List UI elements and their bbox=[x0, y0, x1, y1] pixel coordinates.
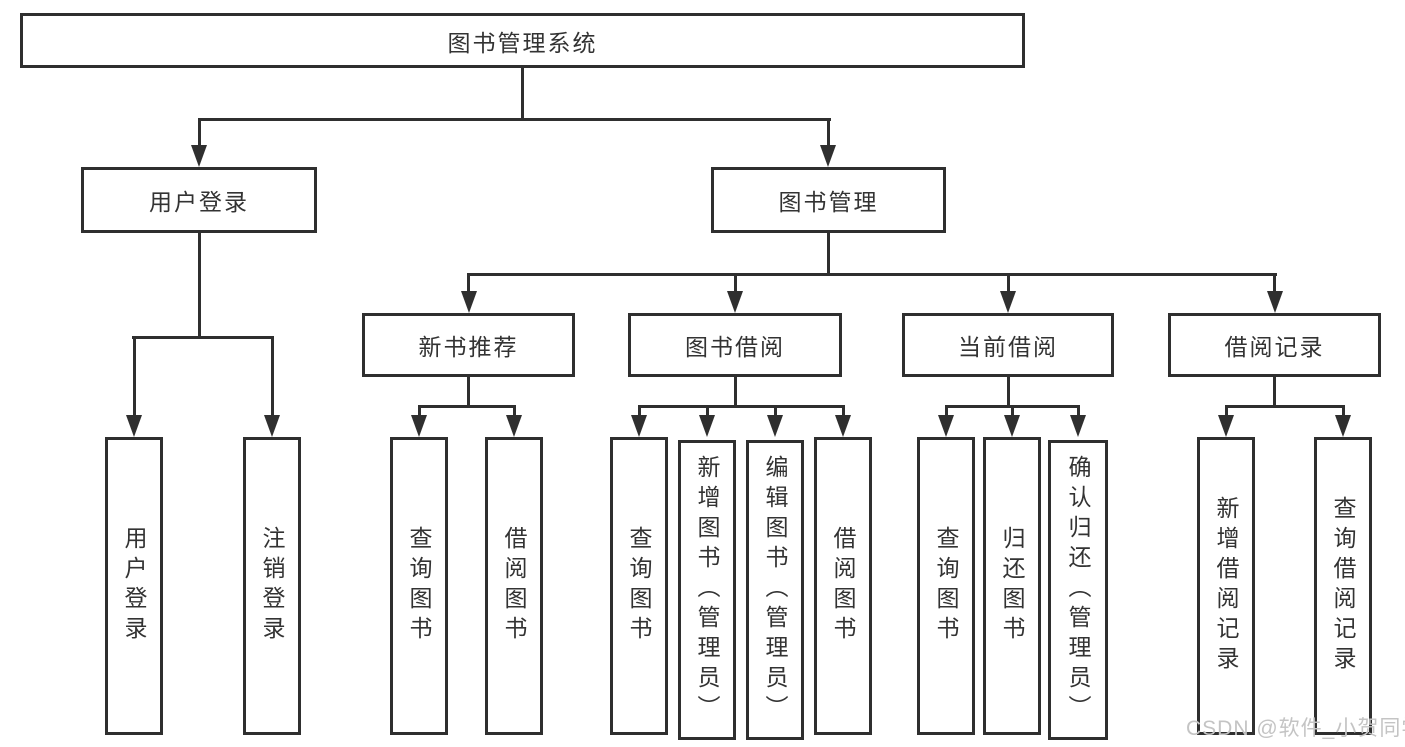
node-book-mgmt-label: 图书管理 bbox=[778, 189, 879, 215]
connector-stub-cb-confirm bbox=[1077, 405, 1080, 417]
leaf-logout-label: 注销登录 bbox=[259, 526, 285, 646]
leaf-logout: 注销登录 bbox=[243, 437, 301, 735]
arrow-down-icon bbox=[411, 415, 427, 437]
arrow-down-icon bbox=[1070, 415, 1086, 437]
connector-root-trunk bbox=[521, 68, 524, 118]
leaf-br-add-record: 新增借阅记录 bbox=[1197, 437, 1255, 735]
leaf-cb-confirm-return: 确认归还（管理员） bbox=[1048, 440, 1108, 740]
node-current-borrow: 当前借阅 bbox=[902, 313, 1114, 377]
leaf-nbr-query-books: 查询图书 bbox=[390, 437, 448, 735]
arrow-down-icon bbox=[938, 415, 954, 437]
leaf-bb-add-books: 新增图书（管理员） bbox=[678, 440, 736, 740]
connector-stub-nbr-borrow bbox=[513, 405, 516, 417]
node-book-mgmt: 图书管理 bbox=[711, 167, 946, 233]
leaf-cb-return-books-label: 归还图书 bbox=[999, 526, 1025, 646]
arrow-down-icon bbox=[820, 145, 836, 167]
leaf-nbr-borrow-books: 借阅图书 bbox=[485, 437, 543, 735]
arrow-down-icon bbox=[1335, 415, 1351, 437]
node-root: 图书管理系统 bbox=[20, 13, 1025, 68]
leaf-cb-confirm-return-label: 确认归还（管理员） bbox=[1065, 455, 1091, 725]
leaf-user-login-label: 用户登录 bbox=[121, 526, 147, 646]
node-new-book-rec: 新书推荐 bbox=[362, 313, 575, 377]
leaf-bb-query-books-label: 查询图书 bbox=[626, 526, 652, 646]
node-borrow-records-label: 借阅记录 bbox=[1224, 334, 1325, 360]
connector-book-mgmt-trunk bbox=[827, 233, 830, 275]
connector-stub-br-add bbox=[1225, 405, 1228, 417]
connector-bb-branch bbox=[638, 405, 844, 408]
leaf-cb-query-books: 查询图书 bbox=[917, 437, 975, 735]
arrow-down-icon bbox=[1267, 291, 1283, 313]
connector-br-trunk bbox=[1273, 377, 1276, 407]
node-root-label: 图书管理系统 bbox=[447, 29, 598, 56]
arrow-down-icon bbox=[191, 145, 207, 167]
leaf-bb-add-books-label: 新增图书（管理员） bbox=[694, 455, 720, 725]
leaf-nbr-query-books-label: 查询图书 bbox=[406, 526, 432, 646]
connector-stub-new-book-rec bbox=[467, 273, 470, 293]
node-current-borrow-label: 当前借阅 bbox=[958, 334, 1058, 360]
watermark: CSDN @软件_小贺同学 bbox=[1186, 717, 1405, 740]
connector-stub-bb-borrow bbox=[842, 405, 845, 417]
leaf-bb-borrow-books: 借阅图书 bbox=[814, 437, 872, 735]
connector-br-branch bbox=[1225, 405, 1344, 408]
connector-bb-trunk bbox=[734, 377, 737, 407]
arrow-down-icon bbox=[767, 415, 783, 437]
arrow-down-icon bbox=[835, 415, 851, 437]
connector-stub-leaf-logout bbox=[271, 336, 274, 416]
node-user-login-label: 用户登录 bbox=[149, 189, 249, 215]
node-borrow-records: 借阅记录 bbox=[1168, 313, 1381, 377]
connector-stub-bb-edit bbox=[774, 405, 777, 417]
connector-stub-book-mgmt bbox=[827, 118, 830, 148]
leaf-cb-return-books: 归还图书 bbox=[983, 437, 1041, 735]
leaf-bb-borrow-books-label: 借阅图书 bbox=[830, 526, 856, 646]
connector-nbr-trunk bbox=[467, 377, 470, 407]
node-book-borrow-label: 图书借阅 bbox=[685, 334, 785, 360]
connector-stub-cb-query bbox=[945, 405, 948, 417]
arrow-down-icon bbox=[126, 415, 142, 437]
arrow-down-icon bbox=[264, 415, 280, 437]
leaf-cb-query-books-label: 查询图书 bbox=[933, 526, 959, 646]
leaf-br-query-record-label: 查询借阅记录 bbox=[1330, 496, 1356, 676]
arrow-down-icon bbox=[461, 291, 477, 313]
leaf-bb-edit-books-label: 编辑图书（管理员） bbox=[762, 455, 788, 725]
connector-stub-nbr-query bbox=[418, 405, 421, 417]
connector-stub-current-borrow bbox=[1007, 273, 1010, 293]
leaf-br-query-record: 查询借阅记录 bbox=[1314, 437, 1372, 735]
connector-stub-cb-return bbox=[1011, 405, 1014, 417]
arrow-down-icon bbox=[1218, 415, 1234, 437]
connector-stub-br-query bbox=[1342, 405, 1345, 417]
node-new-book-rec-label: 新书推荐 bbox=[418, 334, 519, 360]
leaf-user-login: 用户登录 bbox=[105, 437, 163, 735]
connector-root-branch bbox=[198, 118, 831, 121]
connector-stub-bb-query bbox=[638, 405, 641, 417]
node-book-borrow: 图书借阅 bbox=[628, 313, 842, 377]
connector-nbr-branch bbox=[418, 405, 516, 408]
leaf-nbr-borrow-books-label: 借阅图书 bbox=[501, 526, 527, 646]
connector-stub-user-login bbox=[198, 118, 201, 148]
arrow-down-icon bbox=[1004, 415, 1020, 437]
arrow-down-icon bbox=[631, 415, 647, 437]
arrow-down-icon bbox=[727, 291, 743, 313]
leaf-bb-edit-books: 编辑图书（管理员） bbox=[746, 440, 804, 740]
connector-user-login-trunk bbox=[198, 233, 201, 336]
connector-cb-trunk bbox=[1007, 377, 1010, 407]
arrow-down-icon bbox=[699, 415, 715, 437]
arrow-down-icon bbox=[1000, 291, 1016, 313]
connector-book-mgmt-branch bbox=[467, 273, 1277, 276]
connector-stub-bb-add bbox=[706, 405, 709, 417]
arrow-down-icon bbox=[506, 415, 522, 437]
connector-stub-book-borrow bbox=[734, 273, 737, 293]
connector-user-login-branch bbox=[132, 336, 274, 339]
node-user-login: 用户登录 bbox=[81, 167, 317, 233]
connector-stub-leaf-user-login bbox=[133, 336, 136, 416]
leaf-br-add-record-label: 新增借阅记录 bbox=[1213, 496, 1239, 676]
connector-stub-borrow-records bbox=[1273, 273, 1276, 293]
leaf-bb-query-books: 查询图书 bbox=[610, 437, 668, 735]
